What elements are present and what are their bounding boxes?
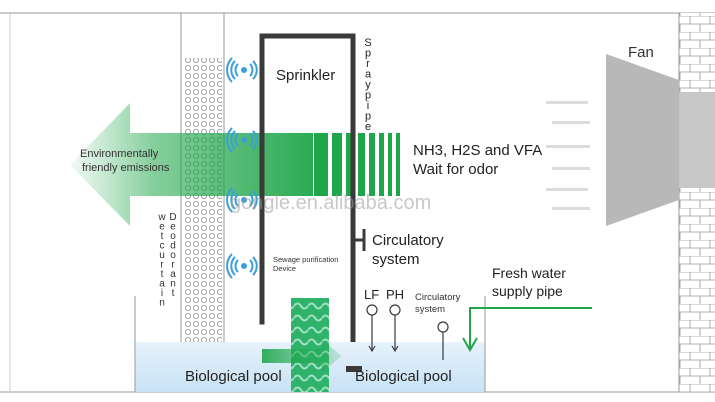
sprinkler-pipe — [259, 33, 356, 375]
emissions-label-line1: Environmentally — [80, 148, 159, 160]
pipe-outlet — [346, 366, 362, 372]
airflow-lines-icon — [546, 101, 590, 210]
lf-sensor-label: LF — [364, 287, 379, 302]
sprinkler-icon — [226, 253, 258, 279]
fresh-water-pipe-arrow — [462, 307, 592, 352]
circulatory-pump-icon — [437, 321, 449, 360]
pool-flow-arrow — [262, 340, 342, 372]
ph-sensor-label: PH — [386, 287, 404, 302]
circulatory-label-line1: Circulatory — [372, 232, 444, 249]
sewage-label-line1: Sewage purification — [273, 255, 338, 264]
pool-label-right: Biological pool — [355, 368, 452, 385]
circulatory-label-line2: system — [372, 251, 420, 268]
sprinkler-icon — [226, 57, 258, 83]
lf-sensor-icon — [366, 304, 378, 353]
fan-label: Fan — [628, 44, 654, 61]
sprinkler-label: Sprinkler — [276, 67, 335, 84]
gas-label-line1: NH3, H2S and VFA — [413, 142, 542, 159]
circulatory-small-label-line2: system — [415, 304, 445, 315]
sprinkler-icon — [226, 127, 258, 153]
ph-sensor-icon — [389, 304, 401, 353]
fresh-water-label-line1: Fresh water — [492, 265, 566, 281]
fan-icon — [606, 54, 715, 226]
emission-arrow — [70, 103, 400, 226]
circulatory-connector — [353, 229, 366, 251]
sprinkler-heads — [226, 57, 258, 279]
wet-curtain-panel — [180, 13, 225, 392]
sewage-label-line2: Device — [273, 264, 296, 273]
emissions-label-line2: friendly emissions — [82, 162, 170, 174]
circulatory-small-label-line1: Circulatory — [415, 292, 461, 303]
sprinkler-icon — [226, 187, 258, 213]
watermark: gongle.en.alibaba.com — [230, 192, 431, 214]
gas-label-line2: Wait for odor — [413, 161, 498, 178]
brick-wall — [678, 13, 715, 392]
pool-label-left: Biological pool — [185, 368, 282, 385]
fresh-water-label-line2: supply pipe — [492, 283, 563, 299]
